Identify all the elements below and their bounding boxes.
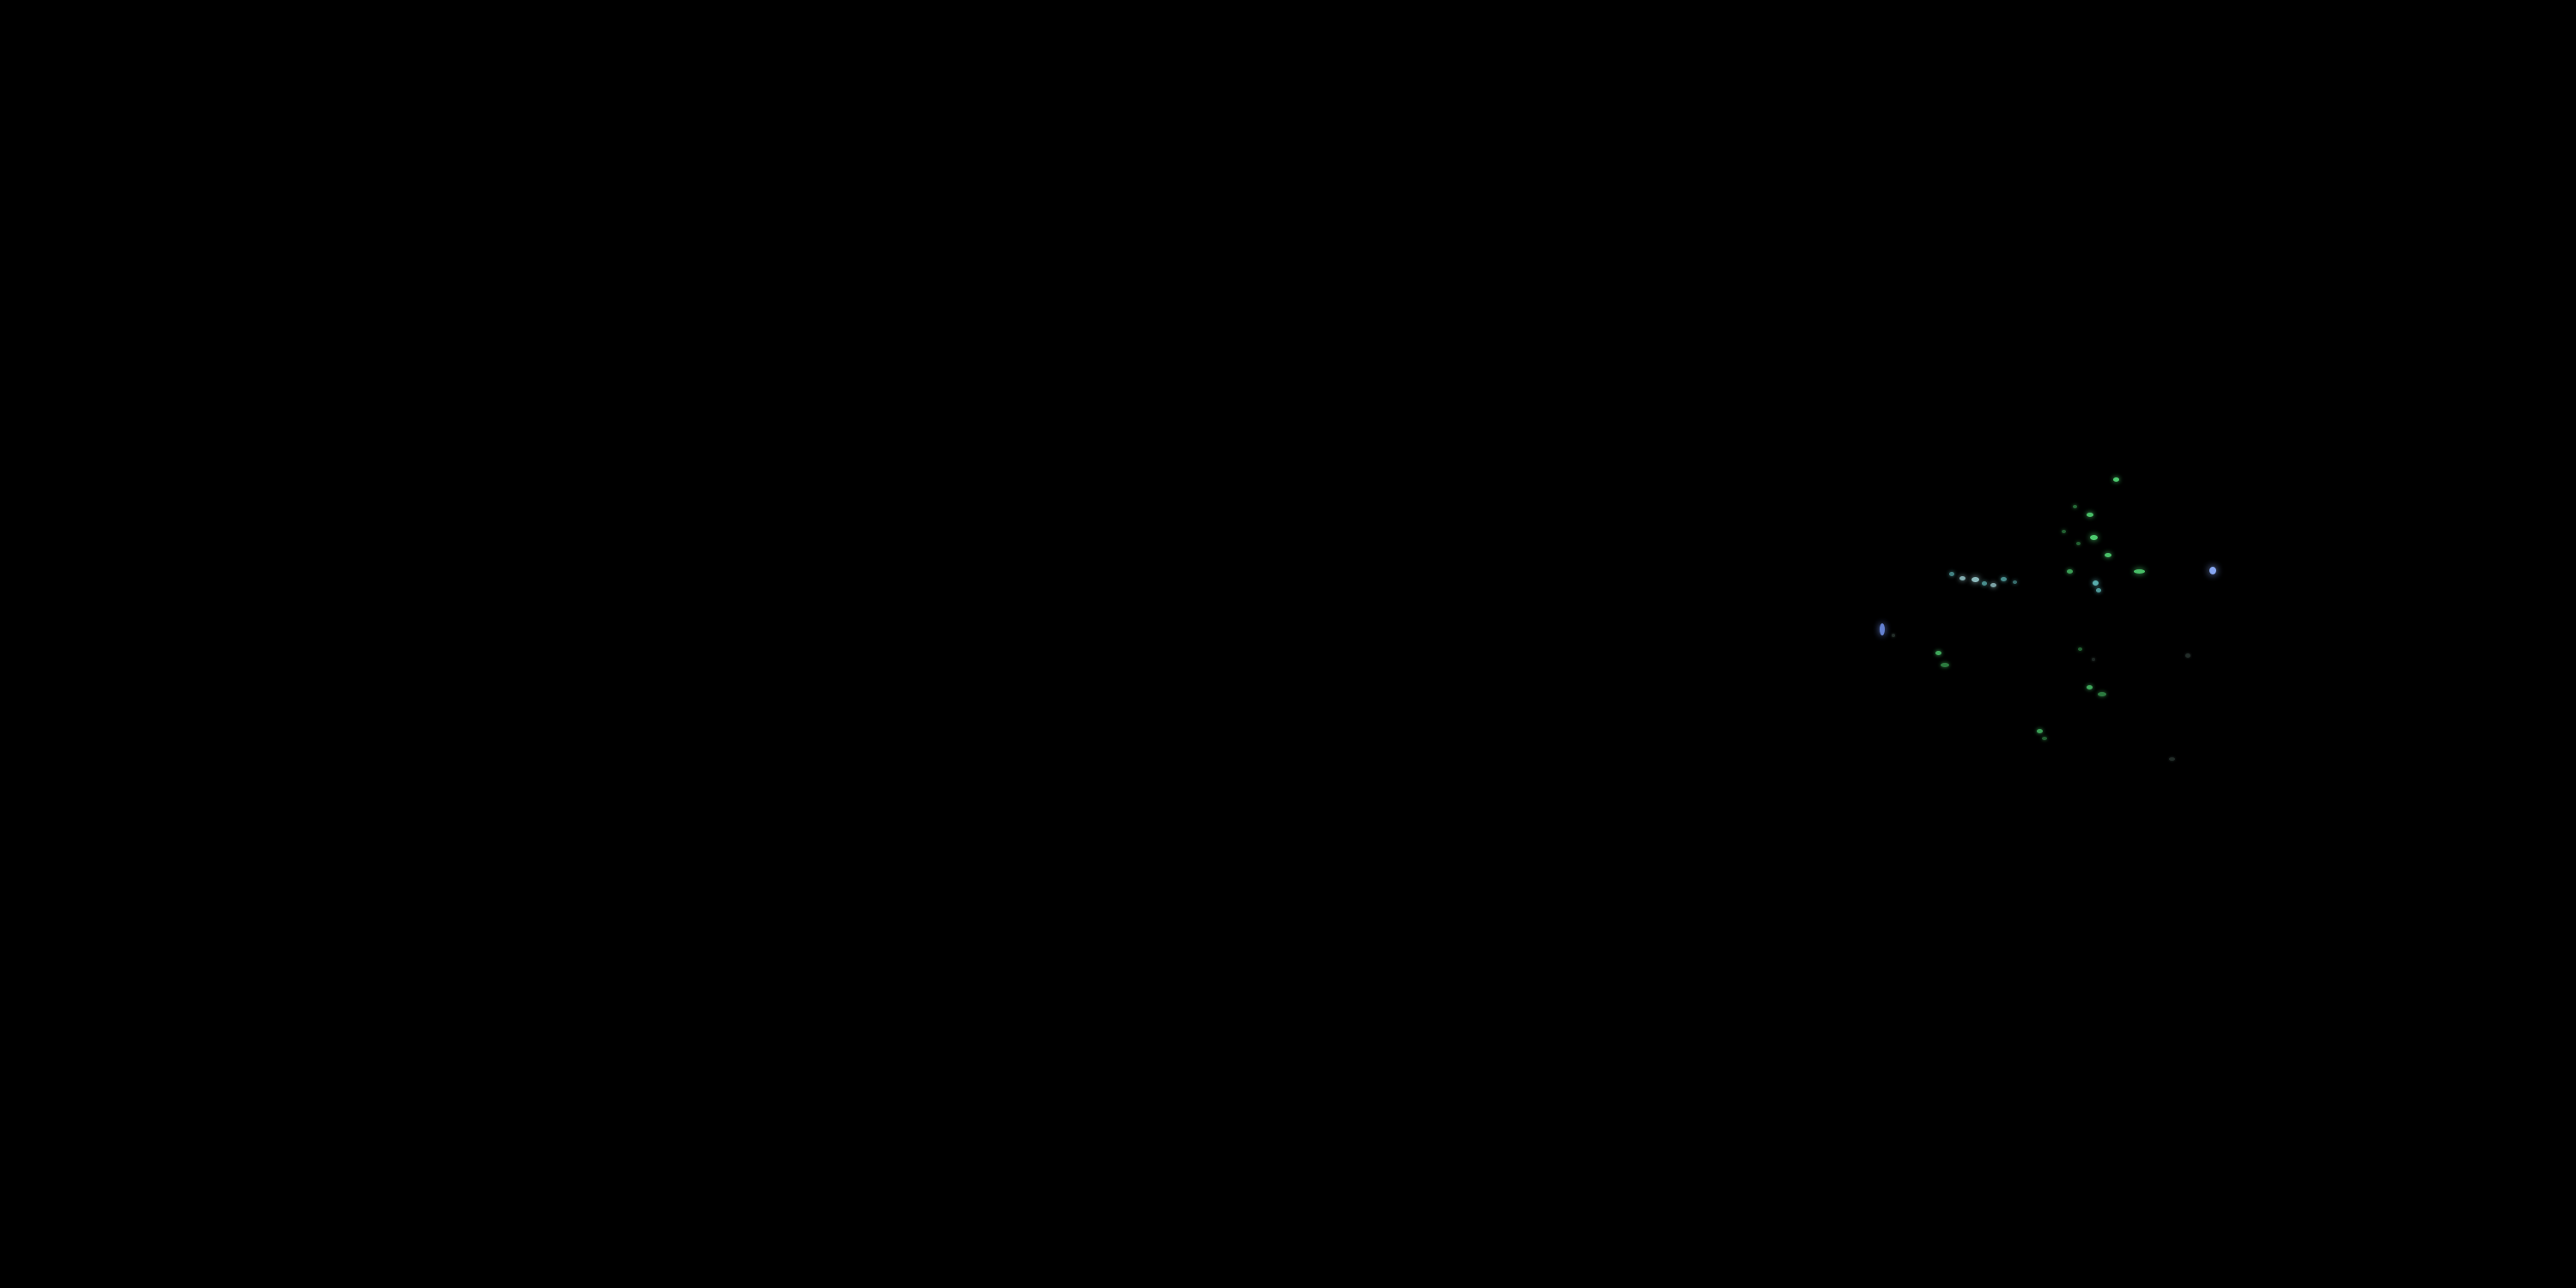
light-speck [2092,658,2095,661]
light-speck [2185,653,2190,658]
light-speck [1971,577,1979,582]
light-speck [2098,692,2106,696]
light-speck [1982,581,1987,586]
light-speck [1941,663,1949,667]
light-speck [2037,729,2043,733]
light-speck [2001,577,2007,581]
light-speck [2087,685,2093,690]
light-speck [2093,580,2099,586]
light-speck [2073,505,2077,508]
light-speck [2042,737,2047,740]
light-speck [2134,569,2145,574]
light-speck [1935,651,1941,655]
light-speck [2105,553,2111,557]
light-speck [1949,572,1954,576]
light-speck [2076,542,2081,545]
light-speck [2013,580,2017,584]
light-speck [2087,513,2093,517]
light-speck [1959,576,1965,580]
light-speck [2078,647,2082,651]
light-speck [2090,535,2098,540]
light-speck [1990,583,1996,587]
light-speck [2062,530,2066,533]
light-speck [2096,588,2101,592]
light-speck [1880,623,1885,635]
light-speck [1892,634,1895,637]
light-speck [2113,477,2119,482]
light-speck [2169,757,2175,761]
light-speck [2067,569,2073,574]
light-speck [2209,567,2216,574]
